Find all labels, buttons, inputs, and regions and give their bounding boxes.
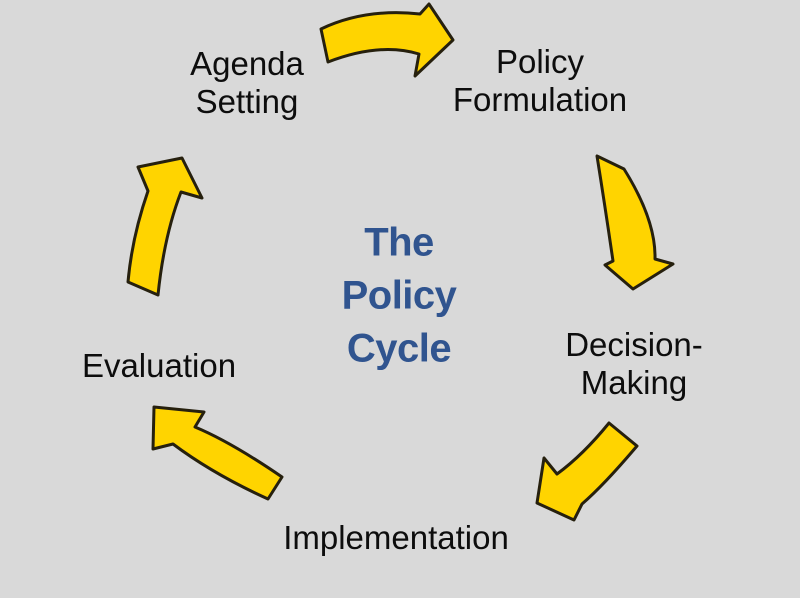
stage-label-evaluation: Evaluation xyxy=(82,347,236,385)
stage-line: Decision- xyxy=(565,326,703,363)
title-line: Policy xyxy=(341,273,457,318)
stage-line: Agenda xyxy=(190,45,304,82)
arrow-agenda-to-formulation-icon xyxy=(319,2,455,78)
title-line: Cycle xyxy=(346,326,452,371)
stage-line: Policy xyxy=(495,43,585,80)
arrow-implementation-to-evaluation-icon xyxy=(151,405,284,501)
stage-line: Making xyxy=(580,364,688,401)
stage-label-decision-making: Decision- Making xyxy=(565,326,703,402)
stage-label-agenda-setting: Agenda Setting xyxy=(190,45,304,121)
title-line: The xyxy=(364,220,434,265)
diagram-title: The Policy Cycle xyxy=(342,217,457,376)
stage-line: Formulation xyxy=(452,81,628,118)
stage-line: Setting xyxy=(195,83,299,120)
stage-label-implementation: Implementation xyxy=(283,519,509,557)
stage-line: Implementation xyxy=(283,519,509,556)
arrow-decision-to-implementation-icon xyxy=(535,421,639,522)
stage-line: Evaluation xyxy=(81,347,237,384)
arrow-evaluation-to-agenda-icon xyxy=(126,156,204,297)
stage-label-policy-formulation: Policy Formulation xyxy=(453,43,627,119)
arrow-formulation-to-decision-icon xyxy=(595,154,675,291)
